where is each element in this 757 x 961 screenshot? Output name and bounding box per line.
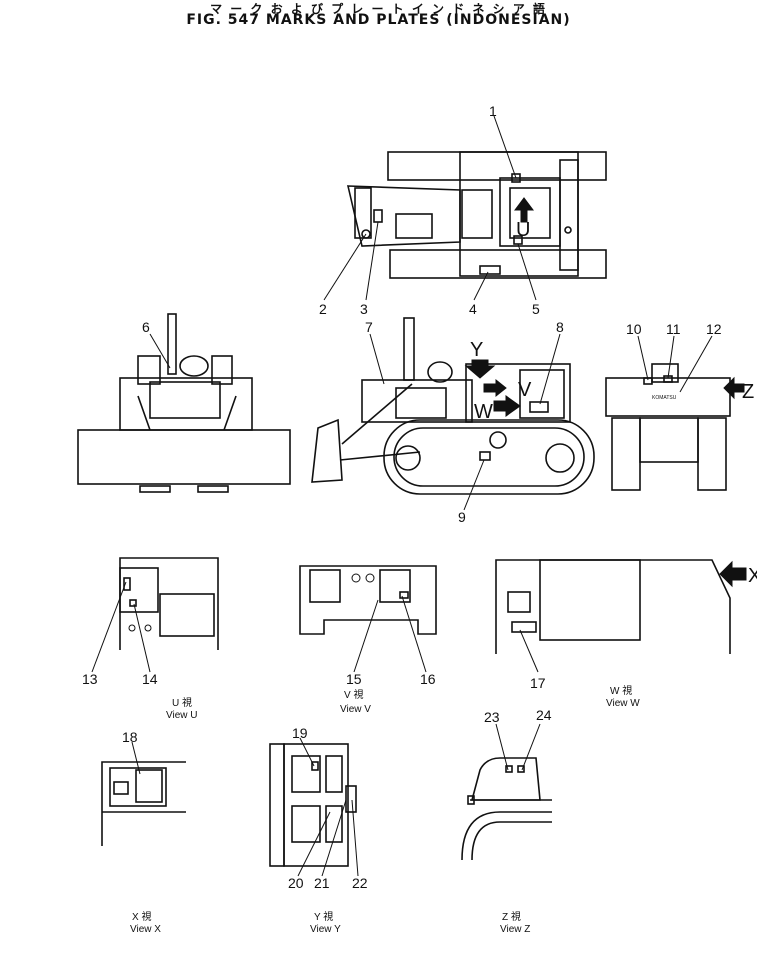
- front-view-drawing: [77, 313, 291, 493]
- figure-title: FIG. 547 MARKS AND PLATES (INDONESIAN): [186, 12, 571, 28]
- callout-23: 23: [484, 709, 500, 725]
- marker-x: X: [748, 565, 757, 587]
- callout-18: 18: [122, 729, 138, 745]
- callout-2: 2: [319, 301, 327, 317]
- view-w-drawing: [495, 559, 747, 654]
- view-x-kanji: X 視: [132, 910, 151, 923]
- callout-numbers: 1 2 3 4 5 6 7 8 9 10 11 12 13 14 15 16 1…: [82, 103, 722, 891]
- view-u-kanji: U 視: [172, 696, 192, 709]
- marker-z: Z: [742, 381, 754, 403]
- view-u-label: View U: [166, 710, 198, 721]
- view-w-kanji: W 視: [610, 684, 632, 697]
- callout-3: 3: [360, 301, 368, 317]
- view-z-label: View Z: [500, 924, 530, 935]
- rear-view-drawing: KOMATSU: [605, 363, 745, 491]
- callout-5: 5: [532, 301, 540, 317]
- title-japanese: マ ー ク お よ び プ レ ー ト イ ン ド ネ シ ア 語: [210, 2, 547, 16]
- callout-11: 11: [666, 321, 681, 337]
- marker-y: Y: [470, 339, 483, 361]
- view-z-drawing: [461, 757, 552, 861]
- callout-12: 12: [706, 321, 722, 337]
- callout-9: 9: [458, 509, 466, 525]
- callout-19: 19: [292, 725, 308, 741]
- callout-20: 20: [288, 875, 304, 891]
- view-w-label: View W: [606, 698, 640, 709]
- view-z-kanji: Z 視: [502, 910, 521, 923]
- callout-21: 21: [314, 875, 330, 891]
- callout-17: 17: [530, 675, 546, 691]
- callout-24: 24: [536, 707, 552, 723]
- callout-10: 10: [626, 321, 642, 337]
- callout-8: 8: [556, 319, 564, 335]
- view-x-drawing: [101, 761, 186, 846]
- view-y-drawing: [269, 743, 357, 867]
- view-v-label: View V: [340, 704, 371, 715]
- view-u-drawing: [119, 557, 219, 650]
- callout-7: 7: [365, 319, 373, 335]
- callout-22: 22: [352, 875, 368, 891]
- marker-u: U: [516, 219, 530, 241]
- callout-6: 6: [142, 319, 150, 335]
- view-y-kanji: Y 視: [314, 910, 333, 923]
- callout-1: 1: [489, 103, 497, 119]
- view-y-label: View Y: [310, 924, 341, 935]
- callout-16: 16: [420, 671, 436, 687]
- komatsu-plate-text: KOMATSU: [652, 395, 677, 401]
- view-markers: U V W X Y Z: [470, 219, 757, 587]
- view-v-drawing: [299, 565, 437, 635]
- view-x-label: View X: [130, 924, 161, 935]
- leader-lines: [91, 115, 713, 877]
- marker-w: W: [474, 401, 493, 423]
- callout-15: 15: [346, 671, 362, 687]
- marker-v: V: [518, 379, 532, 401]
- top-view-drawing: [346, 151, 607, 279]
- side-view-drawing: [311, 317, 595, 495]
- callout-13: 13: [82, 671, 98, 687]
- callout-4: 4: [469, 301, 477, 317]
- view-v-kanji: V 視: [344, 688, 363, 701]
- view-captions: U 視 View U V 視 View V W 視 View W X 視 Vie…: [130, 684, 640, 935]
- callout-14: 14: [142, 671, 158, 687]
